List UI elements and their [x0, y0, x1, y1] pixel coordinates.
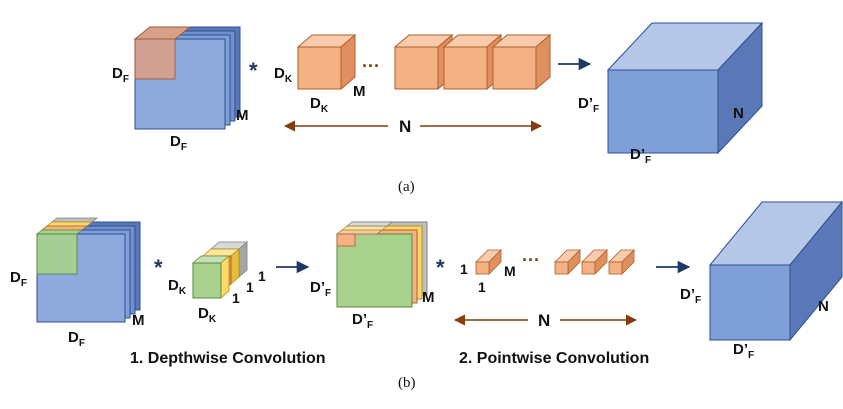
dw-kernel-depth-label-3: 1	[258, 268, 266, 284]
step1-label: 1. Depthwise Convolution	[130, 350, 326, 367]
depthwise-kernels	[191, 241, 249, 299]
intermediate-height-label: D’F	[310, 279, 331, 299]
pointwise-kernel-first	[475, 249, 502, 275]
standard-kernel-3	[442, 33, 503, 91]
pw-output-height-label: D’F	[680, 286, 701, 306]
dw-kernel-depth-label-1: 1	[232, 290, 240, 306]
panel-a: DF DF M * ··· DK DK M	[112, 21, 764, 195]
caption-a: (a)	[398, 179, 415, 195]
intermediate-depth-label: M	[422, 289, 435, 306]
pw-kernel-count-label: N	[538, 311, 550, 330]
dw-input-height-label: DF	[10, 269, 27, 289]
output-height-label: D’F	[578, 95, 599, 115]
dw-kernel-height-label: DK	[168, 277, 187, 297]
standard-kernel-first	[296, 33, 357, 91]
pw-kernels-ellipsis: ···	[522, 250, 540, 270]
standard-kernel-2	[393, 33, 454, 91]
input-depth-label: M	[236, 107, 249, 124]
dw-kernel-depth-label-2: 1	[246, 279, 254, 295]
kernel-height-label: DK	[274, 65, 293, 85]
output-feature-map	[606, 21, 764, 155]
pw-kernel-width-label: 1	[478, 279, 486, 295]
output-width-label: D’F	[630, 146, 651, 166]
dw-input-feature-map	[35, 217, 141, 323]
dw-input-width-label: DF	[68, 329, 85, 349]
panel-b: DF DF M * DK DK 1 1 1	[10, 200, 843, 391]
kernel-count-label: N	[399, 117, 411, 136]
pw-output-width-label: D’F	[733, 341, 754, 361]
caption-b: (b)	[398, 375, 416, 391]
convolution-operator: *	[249, 58, 258, 83]
intermediate-feature-map	[335, 221, 428, 308]
input-height-label: DF	[112, 65, 129, 85]
pointwise-operator: *	[436, 255, 445, 280]
pw-output-depth-label: N	[818, 298, 829, 315]
pw-kernel-height-label: 1	[460, 261, 468, 277]
pointwise-kernel-3	[581, 249, 608, 275]
intermediate-width-label: D’F	[352, 311, 373, 331]
kernels-ellipsis: ···	[362, 56, 380, 76]
dw-kernel-width-label: DK	[198, 305, 217, 325]
pointwise-kernel-2	[554, 249, 581, 275]
pw-output-feature-map	[708, 200, 843, 342]
standard-kernel-last	[491, 33, 552, 91]
dw-input-depth-label: M	[132, 312, 145, 329]
step2-label: 2. Pointwise Convolution	[459, 350, 649, 367]
kernel-depth-label: M	[353, 83, 366, 100]
pw-kernel-depth-label: M	[504, 263, 516, 279]
output-depth-label: N	[733, 105, 744, 122]
depthwise-operator: *	[154, 255, 163, 280]
pointwise-kernel-last	[608, 249, 635, 275]
input-feature-map	[133, 26, 241, 130]
input-width-label: DF	[170, 133, 187, 153]
kernel-width-label: DK	[310, 95, 329, 115]
